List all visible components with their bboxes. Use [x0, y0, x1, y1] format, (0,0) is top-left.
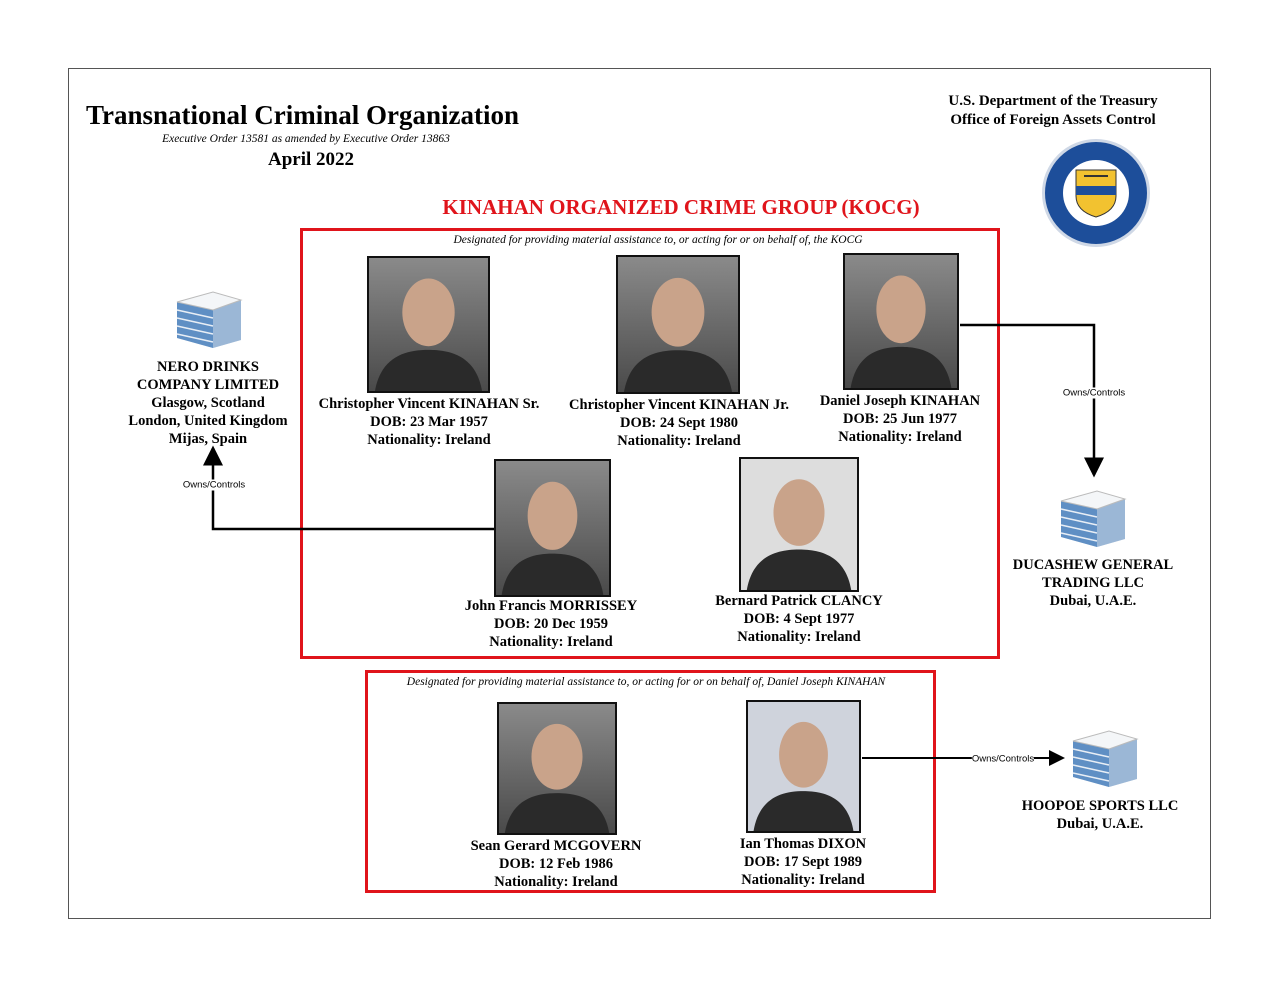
person-name: Bernard Patrick CLANCY [715, 593, 883, 609]
link-label: Owns/Controls [971, 753, 1035, 765]
org-title: KINAHAN ORGANIZED CRIME GROUP (KOCG) [442, 195, 920, 219]
building-icon [173, 288, 245, 350]
person-photo [497, 702, 617, 835]
person-dob: DOB: 4 Sept 1977 [743, 611, 855, 627]
agency-line2: Office of Foreign Assets Control [950, 112, 1156, 128]
entity-line: Dubai, U.A.E. [1049, 593, 1137, 609]
person-nationality: Nationality: Ireland [489, 634, 613, 650]
group1-caption: Designated for providing material assist… [453, 234, 863, 246]
person-info: Christopher Vincent KINAHAN Sr. DOB: 23 M… [319, 395, 540, 449]
date: April 2022 [267, 149, 355, 170]
link-kinahan-ducashew [960, 323, 1104, 478]
kinahan-associates-box [365, 670, 936, 893]
entity-ducashew: DUCASHEW GENERAL TRADING LLC Dubai, U.A.E. [1013, 556, 1173, 610]
treasury-seal-icon [1042, 139, 1150, 247]
person-name: Daniel Joseph KINAHAN [819, 393, 981, 409]
person-dob: DOB: 12 Feb 1986 [499, 856, 613, 872]
person-nationality: Nationality: Ireland [838, 429, 962, 445]
entity-line: Glasgow, Scotland [151, 395, 265, 411]
person-name: Christopher Vincent KINAHAN Jr. [569, 397, 789, 413]
person-photo [494, 459, 611, 597]
person-name: Ian Thomas DIXON [739, 836, 867, 852]
person-nationality: Nationality: Ireland [737, 629, 861, 645]
group2-caption: Designated for providing material assist… [406, 676, 886, 688]
page-title: Transnational Criminal Organization [86, 100, 520, 130]
entity-line: London, United Kingdom [128, 413, 288, 429]
person-dob: DOB: 24 Sept 1980 [619, 415, 739, 431]
person-name: John Francis MORRISSEY [464, 598, 638, 614]
person-nationality: Nationality: Ireland [494, 874, 618, 890]
building-icon [1069, 727, 1141, 789]
entity-hoopoe: HOOPOE SPORTS LLC Dubai, U.A.E. [1022, 797, 1179, 833]
person-photo [616, 255, 740, 394]
person-name: Sean Gerard MCGOVERN [470, 838, 642, 854]
person-photo [746, 700, 861, 833]
person-dob: DOB: 25 Jun 1977 [842, 411, 958, 427]
entity-nero-drinks: NERO DRINKS COMPANY LIMITED Glasgow, Scotl… [128, 358, 287, 448]
entity-line: HOOPOE SPORTS LLC [1021, 798, 1179, 814]
entity-line: Dubai, U.A.E. [1056, 816, 1144, 832]
link-morrissey-nero [203, 445, 494, 531]
person-nationality: Nationality: Ireland [367, 432, 491, 448]
person-photo [843, 253, 959, 390]
person-info: Christopher Vincent KINAHAN Jr. DOB: 24 S… [569, 396, 789, 450]
link-label: Owns/Controls [1062, 387, 1126, 399]
agency-line1: U.S. Department of the Treasury [948, 93, 1158, 109]
person-name: Christopher Vincent KINAHAN Sr. [318, 396, 540, 412]
person-nationality: Nationality: Ireland [741, 872, 865, 888]
diagram-frame [68, 68, 1211, 919]
building-icon [1057, 487, 1129, 549]
entity-line: Mijas, Spain [168, 431, 248, 447]
link-label: Owns/Controls [182, 479, 246, 491]
person-dob: DOB: 17 Sept 1989 [743, 854, 863, 870]
person-dob: DOB: 20 Dec 1959 [494, 616, 608, 632]
entity-line: DUCASHEW GENERAL [1012, 557, 1174, 573]
kocg-group-box [300, 228, 1000, 659]
person-nationality: Nationality: Ireland [617, 433, 741, 449]
person-photo [367, 256, 490, 393]
entity-line: COMPANY LIMITED [136, 377, 280, 393]
executive-order-subtitle: Executive Order 13581 as amended by Exec… [162, 133, 450, 145]
entity-line: NERO DRINKS [157, 359, 259, 375]
person-photo [739, 457, 859, 592]
person-dob: DOB: 23 Mar 1957 [370, 414, 488, 430]
entity-line: TRADING LLC [1042, 575, 1144, 591]
